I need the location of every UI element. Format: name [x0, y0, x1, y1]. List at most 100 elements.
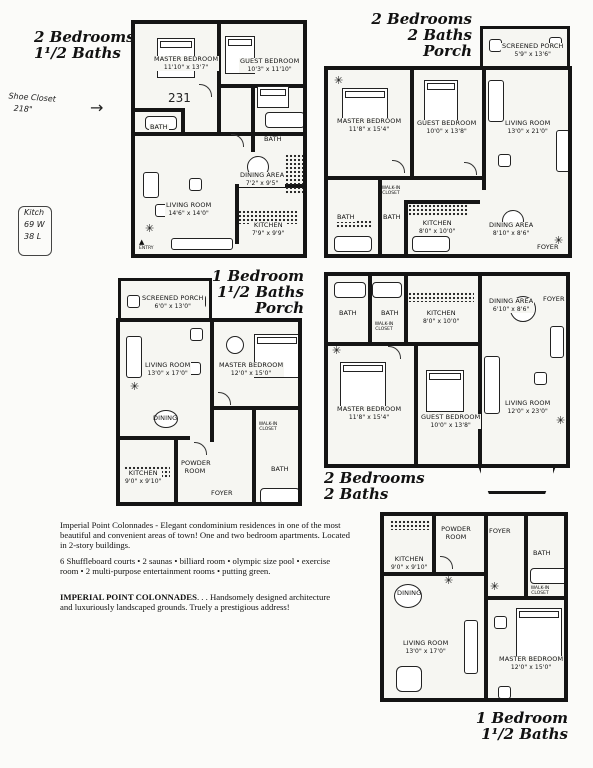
- heading-line: 2 Bedrooms: [324, 469, 425, 487]
- room-name: GUEST BEDROOM: [240, 57, 300, 65]
- room-foyer: FOYER: [488, 527, 512, 536]
- room-dim: 7'2" x 9'5": [245, 179, 279, 187]
- room-name: DINING: [153, 414, 178, 422]
- paragraph-rest: . . . Handsomely designed architecture a…: [60, 592, 331, 613]
- room-guest-bedroom: GUEST BEDROOM 10'3" x 11'10": [239, 57, 301, 73]
- room-kitchen: KITCHEN 8'0" x 10'0": [418, 219, 457, 235]
- handwritten-arrow: →: [90, 98, 104, 117]
- room-dim: 8'0" x 10'0": [419, 227, 456, 235]
- description-paragraph-1: Imperial Point Colonnades - Elegant cond…: [60, 520, 350, 551]
- room-foyer: FOYER: [542, 295, 566, 304]
- floor-plan-a: MASTER BEDROOM 11'10" x 13'7" GUEST BEDR…: [131, 20, 307, 258]
- room-master-bedroom: MASTER BEDROOM 11'8" x 15'4": [336, 117, 403, 133]
- description-paragraph-2: 6 Shuffleboard courts • 2 saunas • billi…: [60, 556, 331, 577]
- room-name: KITCHEN: [422, 219, 452, 227]
- room-dim: 12'0" x 23'0": [507, 407, 548, 415]
- walk-in-closet: WALK-IN CLOSET: [374, 322, 394, 332]
- handwritten-unit-number: 231: [168, 91, 191, 105]
- room-name: BATH: [150, 123, 168, 131]
- room-kitchen: KITCHEN 7'9" x 9'9": [251, 221, 286, 237]
- room-dim: 11'8" x 15'4": [348, 125, 390, 133]
- room-name: FOYER: [489, 527, 511, 535]
- room-dim: 11'10" x 13'7": [163, 63, 209, 71]
- room-name: BATH: [533, 549, 551, 557]
- room-bath: BATH: [382, 213, 402, 222]
- entry-marker: ENTRY: [139, 238, 154, 251]
- room-name: KITCHEN: [128, 469, 158, 477]
- room-master-bedroom: MASTER BEDROOM 12'0" x 15'0": [218, 361, 285, 377]
- room-dim: 14'6" x 14'0": [168, 209, 209, 217]
- note-line: Kitch: [24, 208, 45, 217]
- room-name: DINING: [397, 589, 422, 597]
- room-name: POWDER ROOM: [441, 525, 471, 541]
- room-dim: 12'0" x 15'0": [230, 369, 272, 377]
- room-dim: 13'0" x 21'0": [507, 127, 548, 135]
- room-powder-room: POWDER ROOM: [180, 459, 211, 475]
- room-master-bedroom: MASTER BEDROOM 11'10" x 13'7": [153, 55, 220, 71]
- brand-name: IMPERIAL POINT COLONNADES: [60, 592, 197, 602]
- room-name: BATH: [381, 309, 399, 317]
- floor-plan-b: MASTER BEDROOM 11'8" x 15'4" GUEST BEDRO…: [324, 66, 572, 258]
- room-screened-porch: SCREENED PORCH 5'9" x 13'6": [501, 42, 565, 58]
- heading-line: Porch: [423, 42, 472, 60]
- room-powder-room: POWDER ROOM: [438, 525, 474, 541]
- floor-plan-b-porch: SCREENED PORCH 5'9" x 13'6": [480, 26, 570, 70]
- room-guest-bedroom: GUEST BEDROOM 10'0" x 13'8": [420, 413, 482, 429]
- room-kitchen: KITCHEN 9'0" x 9'10": [390, 555, 429, 571]
- room-dim: 10'0" x 13'8": [426, 127, 467, 135]
- room-name: FOYER: [537, 243, 559, 251]
- room-dim: 10'3" x 11'10": [247, 65, 292, 73]
- heading-line: 2 Baths: [407, 26, 472, 44]
- room-master-bedroom: MASTER BEDROOM 12'0" x 15'0": [498, 655, 564, 671]
- room-bath: BATH: [380, 309, 400, 318]
- room-name: GUEST BEDROOM: [421, 413, 481, 421]
- room-name: DINING AREA: [240, 171, 285, 179]
- room-name: LIVING ROOM: [505, 119, 551, 127]
- room-name: GUEST BEDROOM: [417, 119, 477, 127]
- heading-line: 1¹/2 Baths: [217, 283, 304, 301]
- plan-d-heading: 2 Bedrooms 2 Baths: [324, 470, 425, 502]
- room-dim: 6'10" x 8'6": [492, 305, 530, 313]
- note-line: 38 L: [24, 232, 42, 241]
- room-name: FOYER: [211, 489, 233, 497]
- plan-c-heading: 1 Bedroom 1¹/2 Baths Porch: [196, 268, 304, 316]
- floor-plan-c: LIVING ROOM 13'0" x 17'0" MASTER BEDROOM…: [116, 318, 302, 506]
- room-dining-area: DINING AREA 8'10" x 8'6": [488, 221, 535, 237]
- room-name: SCREENED PORCH: [502, 42, 564, 50]
- bay-window: [478, 466, 556, 494]
- room-master-bedroom: MASTER BEDROOM 11'8" x 15'4": [336, 405, 403, 421]
- heading-line: 1¹/2 Baths: [481, 725, 568, 743]
- room-dim: 9'0" x 9'10": [125, 477, 162, 485]
- room-dim: 10'0" x 13'8": [430, 421, 471, 429]
- room-living-room: LIVING ROOM 13'0" x 21'0": [504, 119, 552, 135]
- room-name: SCREENED PORCH: [142, 294, 204, 302]
- room-bath: BATH: [149, 123, 169, 132]
- room-dining: DINING: [152, 414, 178, 423]
- room-guest-bedroom: GUEST BEDROOM 10'0" x 13'8": [416, 119, 478, 135]
- heading-line: 2 Bedrooms: [34, 28, 135, 46]
- room-screened-porch: SCREENED PORCH 6'0" x 13'0": [141, 294, 205, 310]
- room-dim: 12'0" x 15'0": [510, 663, 552, 671]
- room-name: BATH: [339, 309, 357, 317]
- room-name: LIVING ROOM: [403, 639, 449, 647]
- room-foyer: FOYER: [536, 243, 560, 252]
- plan-a-heading: 2 Bedrooms 1¹/2 Baths: [34, 29, 135, 61]
- room-living-room: LIVING ROOM 12'0" x 23'0": [504, 399, 552, 415]
- heading-line: 2 Baths: [324, 485, 389, 503]
- room-name: KITCHEN: [253, 221, 283, 229]
- room-bath: BATH: [336, 213, 356, 222]
- room-name: POWDER ROOM: [181, 459, 211, 475]
- room-kitchen: KITCHEN 9'0" x 9'10": [124, 469, 163, 485]
- room-living-room: LIVING ROOM 13'0" x 17'0": [144, 361, 192, 377]
- floor-plan-d: BATH BATH KITCHEN 8'0" x 10'0" WALK-IN C…: [324, 272, 570, 468]
- heading-line: 1 Bedroom: [211, 267, 304, 285]
- room-name: FOYER: [543, 295, 565, 303]
- room-living-room: LIVING ROOM 13'0" x 17'0": [402, 639, 450, 655]
- room-dining-area: DINING AREA 6'10" x 8'6": [488, 297, 535, 313]
- room-name: MASTER BEDROOM: [337, 117, 402, 125]
- room-dining-area: DINING AREA 7'2" x 9'5": [239, 171, 286, 187]
- room-name: MASTER BEDROOM: [499, 655, 564, 663]
- room-dim: 11'8" x 15'4": [348, 413, 390, 421]
- heading-line: 1¹/2 Baths: [34, 44, 121, 62]
- room-name: BATH: [383, 213, 401, 221]
